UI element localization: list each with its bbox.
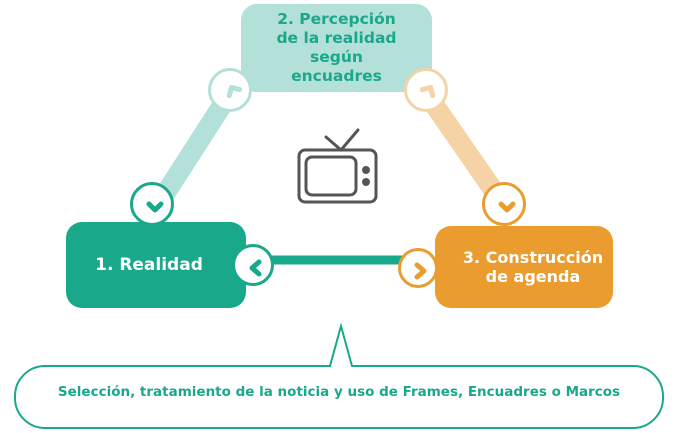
chevron-down-icon-left [130, 182, 174, 226]
node-realidad-label: 1. Realidad [95, 255, 203, 275]
caption-text: Selección, tratamiento de la noticia y u… [57, 384, 621, 400]
chevron-up-icon-left [208, 68, 252, 112]
node-percepcion-line-3: según [310, 48, 363, 66]
node-agenda: 3. Construcción de agenda [435, 226, 613, 308]
chevron-down-icon-right [482, 182, 526, 226]
tv-icon [297, 128, 378, 204]
chevron-left-icon [232, 244, 274, 286]
node-percepcion-line-1: 2. Percepción [277, 10, 396, 28]
node-percepcion: 2. Percepción de la realidad según encua… [241, 4, 432, 92]
node-agenda-line-2: de agenda [485, 267, 581, 286]
chevron-right-icon [398, 248, 438, 288]
node-percepcion-line-4: encuadres [291, 67, 382, 85]
chevron-up-icon-right [404, 68, 448, 112]
node-agenda-line-1: 3. Construcción [462, 248, 604, 267]
node-percepcion-line-2: de la realidad [276, 29, 397, 47]
node-realidad: 1. Realidad [66, 222, 246, 308]
